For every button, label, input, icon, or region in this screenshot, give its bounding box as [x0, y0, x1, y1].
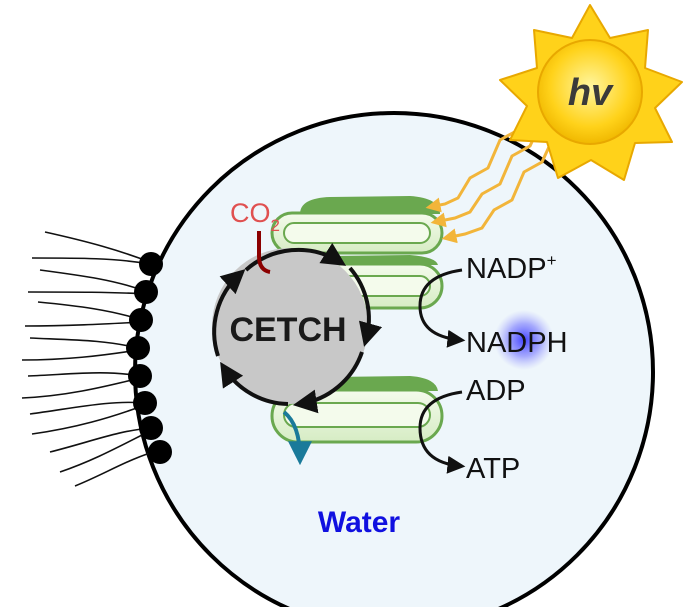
nadph-label: NADPH: [466, 327, 568, 359]
co2-label: CO2: [230, 198, 280, 235]
nadph-glow: [494, 310, 554, 370]
co2-input: CO2: [230, 198, 280, 274]
water-label: Water: [318, 506, 401, 539]
cetch-cycle: CETCH: [212, 242, 383, 414]
cetch-body: [212, 248, 368, 404]
nadp-main-text: NADP: [466, 253, 547, 285]
co2-subscript-text: 2: [271, 216, 280, 235]
adp-reaction-arrow: [418, 390, 466, 474]
adp-label: ADP: [466, 375, 526, 407]
sun: hv: [499, 4, 683, 181]
nadp-reaction-arrow: [418, 268, 466, 348]
nadp-reaction: NADP+ NADPH: [418, 251, 568, 359]
co2-main-text: CO: [230, 198, 271, 228]
nadp-superscript-text: +: [547, 251, 557, 270]
nadp-plus-label: NADP+: [466, 251, 557, 285]
atp-label: ATP: [466, 453, 520, 485]
sun-label: hv: [568, 72, 614, 114]
cetch-label: CETCH: [229, 311, 346, 349]
outflow-arrow: [282, 410, 312, 466]
co2-input-arrow: [257, 231, 271, 274]
lipid-heads: [126, 252, 172, 464]
sun-disk-icon: [537, 39, 643, 145]
adp-reaction: ADP ATP: [418, 375, 526, 485]
